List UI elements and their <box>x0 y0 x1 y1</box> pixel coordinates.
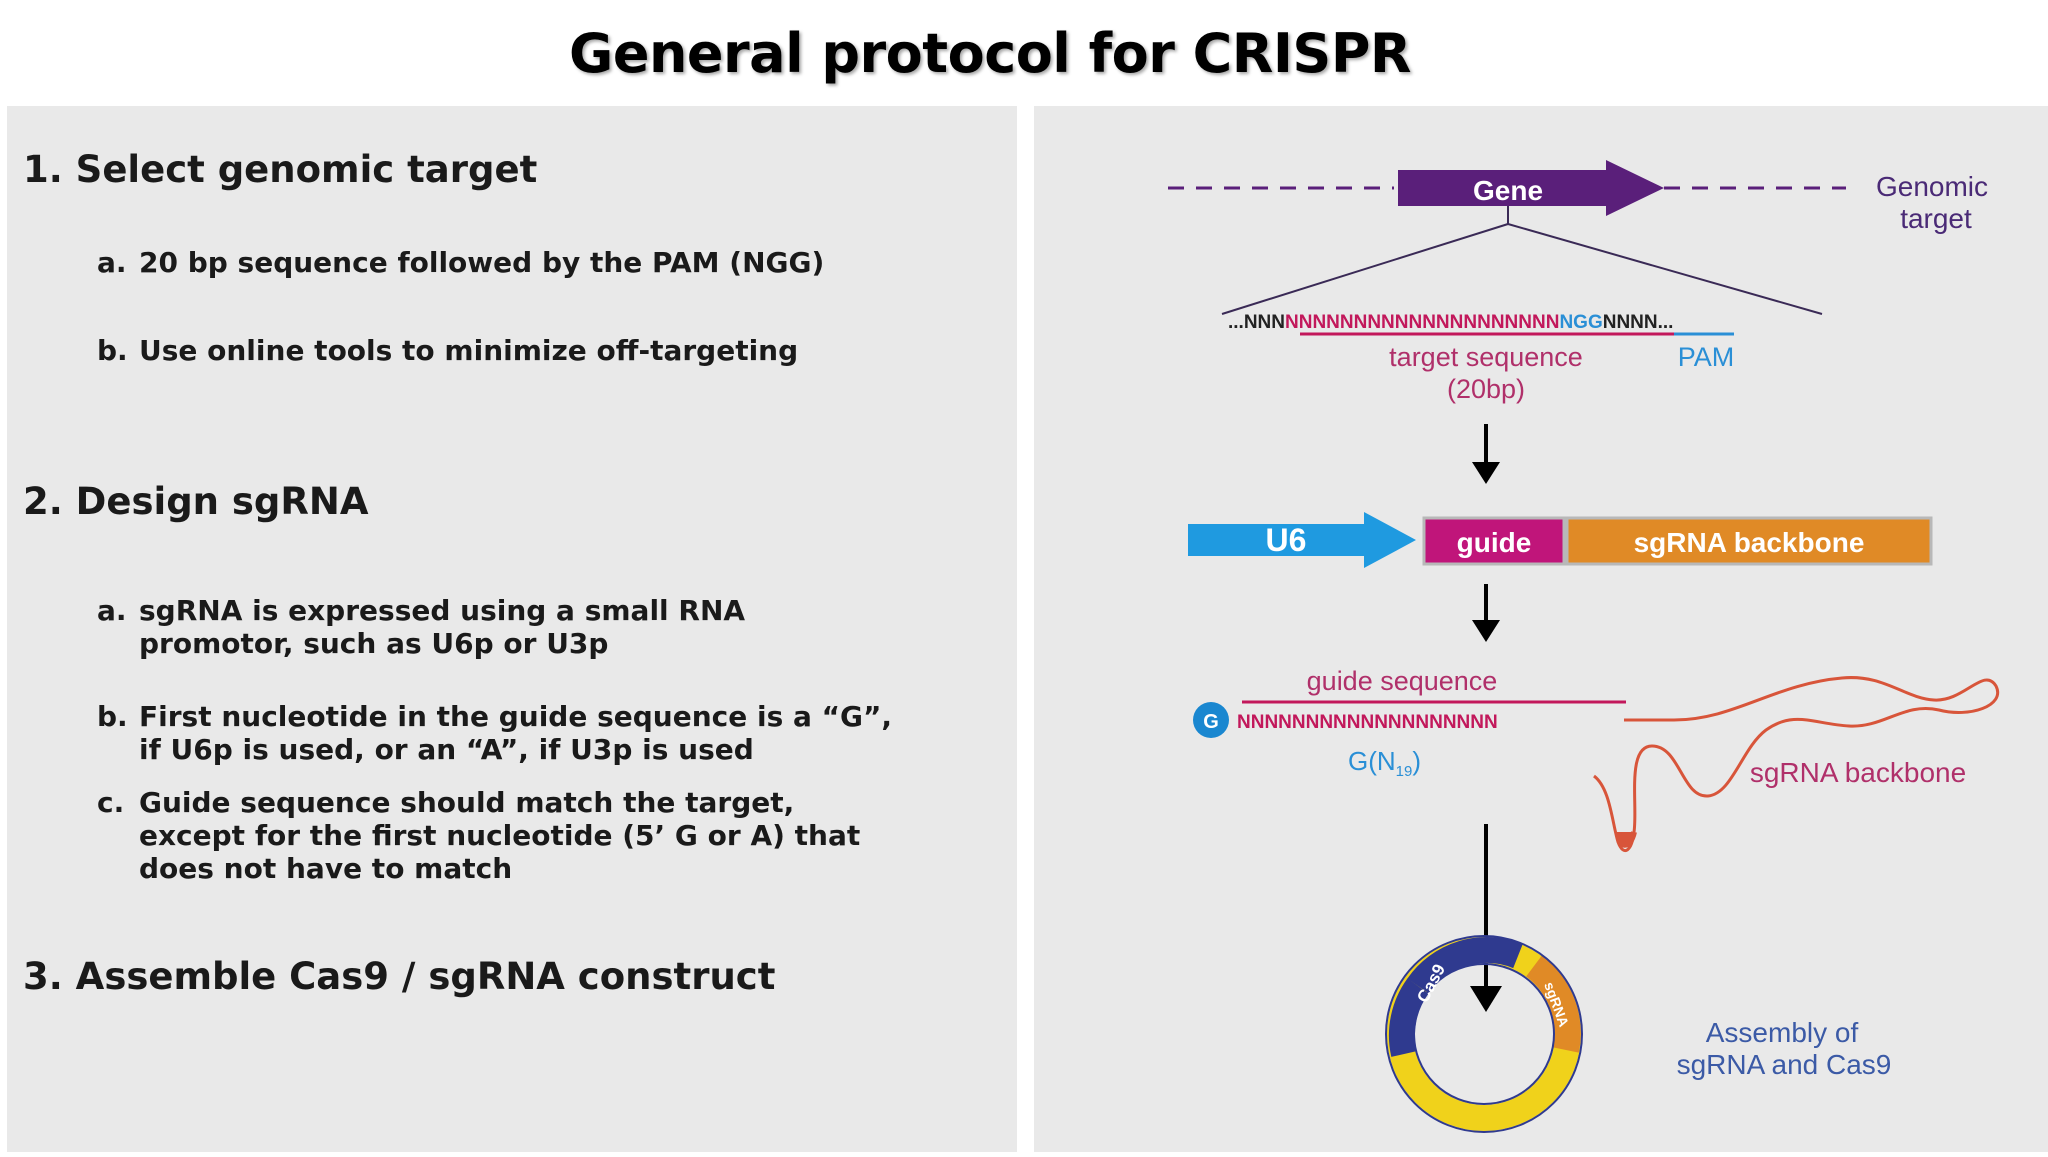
sgrna-backbone-label: sgRNA backbone <box>1750 757 1966 788</box>
target-sequence-label: target sequence <box>1389 342 1583 372</box>
down-arrow-1-head <box>1472 462 1500 484</box>
guide-sequence: NNNNNNNNNNNNNNNNNNN <box>1237 712 1498 733</box>
step-1-heading: 1. Select genomic target <box>23 148 538 191</box>
backbone-box <box>1565 516 1933 566</box>
plasmid-cas9-segment-2 <box>1388 978 1429 1057</box>
zoom-line-left <box>1221 223 1509 315</box>
sequence-pam: NGG <box>1559 312 1602 333</box>
backbone-box-label: sgRNA backbone <box>1634 527 1865 558</box>
gene-arrow <box>1398 160 1664 216</box>
step-2c-line-2: except for the first nucleotide (5’ G or… <box>139 819 861 852</box>
gn19-sub: 19 <box>1396 763 1413 780</box>
sequence-suffix: NNNN... <box>1603 312 1674 333</box>
step-2b-line-1: First nucleotide in the guide sequence i… <box>139 700 893 733</box>
step-2b-label: b. <box>97 700 128 733</box>
assembly-label-1: Assembly of <box>1706 1017 1859 1048</box>
g-nucleotide-icon <box>1193 702 1229 738</box>
plasmid-cas9-segment <box>1407 937 1523 994</box>
step-2b: b. First nucleotide in the guide sequence… <box>97 700 997 766</box>
genomic-target-label-1: Genomic <box>1876 171 1988 202</box>
step-1b-label: b. <box>97 334 128 367</box>
down-arrow-3-head <box>1470 986 1502 1012</box>
gene-label: Gene <box>1473 175 1543 206</box>
step-1a: a. 20 bp sequence followed by the PAM (NG… <box>97 246 997 279</box>
sequence-prefix: ...NNN <box>1228 312 1285 333</box>
sgrna-backbone-tail <box>1615 831 1637 848</box>
u6-arrow <box>1188 512 1416 568</box>
sequence-target: NNNNNNNNNNNNNNNNNNNN <box>1285 312 1559 333</box>
g-nucleotide-label: G <box>1203 711 1219 733</box>
step-2c-line-3: does not have to match <box>139 852 513 885</box>
step-2c-label: c. <box>97 786 125 819</box>
crispr-diagram-panel: Gene Genomic target ...NNNNNNNNNNNNNNNNN… <box>1034 106 2048 1152</box>
plasmid-inner-line <box>1413 963 1555 1105</box>
step-2c: c. Guide sequence should match the target… <box>97 786 997 885</box>
guide-sequence-label: guide sequence <box>1307 666 1498 696</box>
page-title: General protocol for CRISPR <box>569 22 1411 85</box>
plasmid-outer-line <box>1385 935 1583 1133</box>
step-1a-label: a. <box>97 246 127 279</box>
step-1b-text: Use online tools to minimize off-targeti… <box>139 334 799 367</box>
genomic-target-label-2: target <box>1900 203 1972 234</box>
gn19-close: ) <box>1412 746 1421 776</box>
protocol-steps-panel: 1. Select genomic target a. 20 bp sequenc… <box>7 106 1017 1152</box>
step-1b: b. Use online tools to minimize off-targe… <box>97 334 997 367</box>
step-2c-line-1: Guide sequence should match the target, <box>139 786 795 819</box>
guide-label: guide <box>1457 527 1532 558</box>
down-arrow-2-head <box>1472 620 1500 642</box>
gn19-main: G(N <box>1348 746 1396 776</box>
step-2a: a. sgRNA is expressed using a small RNA p… <box>97 594 997 660</box>
step-2-heading: 2. Design sgRNA <box>23 480 369 523</box>
step-1a-text: 20 bp sequence followed by the PAM (NGG) <box>139 246 825 279</box>
sequence: ...NNNNNNNNNNNNNNNNNNNNNNNNGGNNNN... <box>1228 312 1673 333</box>
zoom-line-right <box>1507 223 1823 315</box>
guide-box <box>1422 516 1566 566</box>
step-2a-line-2: promotor, such as U6p or U3p <box>139 627 609 660</box>
step-3-heading: 3. Assemble Cas9 / sgRNA construct <box>23 955 776 998</box>
gn19-label: G(N19) <box>1348 746 1421 780</box>
assembly-label-2: sgRNA and Cas9 <box>1677 1049 1892 1080</box>
plasmid-sgrna-segment <box>1525 955 1581 1053</box>
step-2a-line-1: sgRNA is expressed using a small RNA <box>139 594 746 627</box>
pam-label: PAM <box>1678 342 1735 372</box>
target-sequence-length: (20bp) <box>1447 374 1525 404</box>
sgrna-backbone-structure <box>1592 676 2000 853</box>
u6-label: U6 <box>1266 522 1307 558</box>
step-2b-line-2: if U6p is used, or an “A”, if U3p is use… <box>139 733 754 766</box>
crispr-diagram: Gene Genomic target ...NNNNNNNNNNNNNNNNN… <box>1168 160 2000 1133</box>
step-2a-label: a. <box>97 594 127 627</box>
